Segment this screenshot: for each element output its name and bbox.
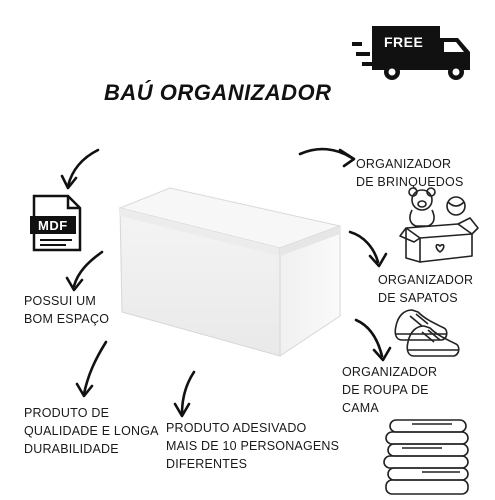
label-adesivado: PRODUTO ADESIVADO MAIS DE 10 PERSONAGENS… [166, 419, 339, 473]
truck-icon [352, 26, 470, 80]
label-organizador-brinquedos: ORGANIZADOR DE BRINQUEDOS [356, 155, 463, 191]
label-line: DE BRINQUEDOS [356, 175, 464, 189]
label-line: ORGANIZADOR [378, 273, 474, 287]
label-line: DE ROUPA DE [342, 383, 429, 397]
label-bom-espaco: POSSUI UM BOM ESPAÇO [24, 292, 109, 328]
label-line: PRODUTO ADESIVADO [166, 421, 307, 435]
label-line: PRODUTO DE [24, 406, 110, 420]
storage-chest [118, 187, 342, 357]
mdf-label: MDF [38, 218, 68, 233]
free-text: FREE [384, 34, 424, 50]
label-line: ORGANIZADOR [342, 365, 438, 379]
label-organizador-sapatos: ORGANIZADOR DE SAPATOS [378, 271, 473, 307]
label-qualidade: PRODUTO DE QUALIDADE E LONGA DURABILIDAD… [24, 404, 159, 458]
shoes-icon [394, 309, 460, 357]
mdf-file-icon [30, 194, 82, 252]
page-title: BAÚ ORGANIZADOR [104, 80, 332, 105]
label-line: MAIS DE 10 PERSONAGENS [166, 439, 340, 453]
label-line: BOM ESPAÇO [24, 312, 110, 326]
label-line: DE SAPATOS [378, 291, 458, 305]
label-line: DIFERENTES [166, 457, 248, 471]
folded-clothes-icon [383, 419, 469, 495]
label-line: CAMA [342, 401, 379, 415]
label-line: DURABILIDADE [24, 442, 119, 456]
label-line: QUALIDADE E LONGA [24, 424, 159, 438]
toy-box-icon [399, 187, 479, 263]
label-line: ORGANIZADOR [356, 157, 452, 171]
label-line: POSSUI UM [24, 294, 96, 308]
label-organizador-roupa: ORGANIZADOR DE ROUPA DE CAMA [342, 363, 437, 417]
